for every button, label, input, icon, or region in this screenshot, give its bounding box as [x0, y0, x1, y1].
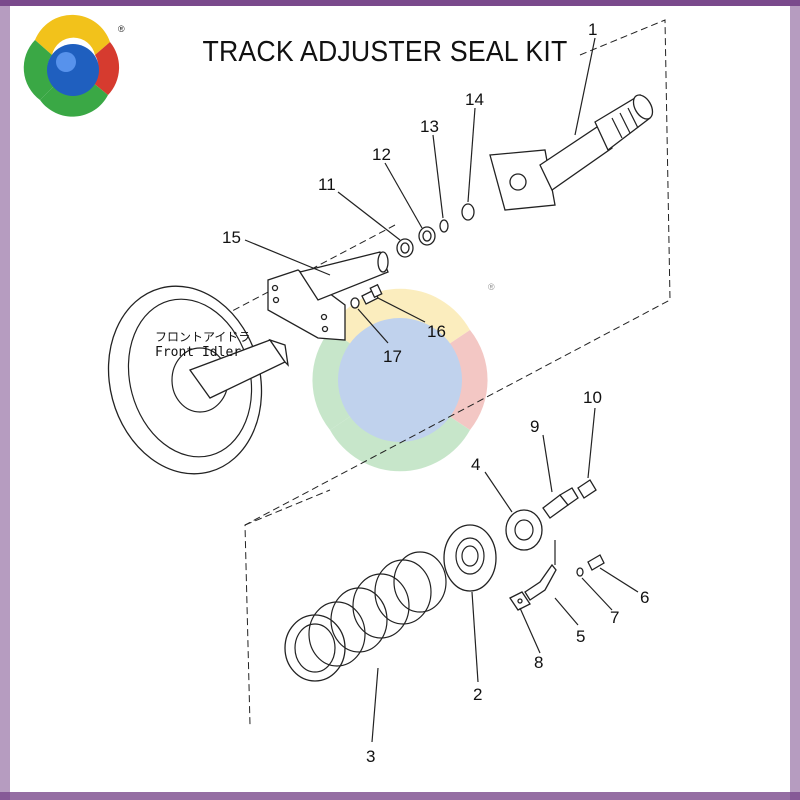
callout-2: 2 — [473, 685, 482, 704]
border-left — [0, 0, 10, 800]
callout-1: 1 — [588, 20, 597, 39]
part-14-o-ring — [461, 203, 475, 221]
border-right — [790, 0, 800, 800]
part-8-plate — [509, 591, 531, 611]
callout-5: 5 — [576, 627, 585, 646]
front-idler-wheel — [107, 285, 289, 475]
callout-14: 14 — [465, 90, 484, 109]
part-3-spring — [284, 551, 447, 682]
callout-12: 12 — [372, 145, 391, 164]
part-10-grease-fitting — [577, 479, 597, 499]
callout-16: 16 — [427, 322, 446, 341]
part-1-cylinder — [489, 94, 654, 211]
watermark-registered-mark: ® — [488, 282, 495, 292]
callout-8: 8 — [534, 653, 543, 672]
dashed-outline — [129, 19, 671, 726]
callout-13: 13 — [420, 117, 439, 136]
callout-10: 10 — [583, 388, 602, 407]
callout-17: 17 — [383, 347, 402, 366]
part-11-bushing — [396, 238, 414, 258]
part-9-grease-valve — [542, 487, 579, 519]
callout-numbers: 1 2 3 4 5 6 7 8 9 10 11 12 13 14 15 16 1… — [222, 20, 649, 766]
callout-15: 15 — [222, 228, 241, 247]
callout-3: 3 — [366, 747, 375, 766]
leader-lines — [244, 37, 639, 743]
part-13-backup-ring — [439, 219, 449, 233]
part-5-bracket — [524, 540, 557, 601]
brand-registered-mark: ® — [118, 24, 125, 34]
part-2-piston — [443, 524, 497, 592]
callout-7: 7 — [610, 608, 619, 627]
part-6-bolt — [587, 554, 605, 571]
callout-9: 9 — [530, 417, 539, 436]
part-12-seal — [418, 226, 436, 246]
part-17-washer — [350, 297, 360, 309]
brand-logo — [23, 14, 120, 117]
callout-6: 6 — [640, 588, 649, 607]
part-4-seal-ring — [505, 509, 543, 551]
front-idler-label-en: Front Idler — [155, 345, 241, 360]
part-15-yoke — [267, 251, 389, 341]
border-bottom — [0, 792, 800, 800]
front-idler-label-jp: フロントアイドラ — [155, 330, 250, 344]
watermark-logo — [312, 288, 488, 472]
page-title: TRACK ADJUSTER SEAL KIT — [202, 36, 568, 68]
callout-4: 4 — [471, 455, 480, 474]
part-7-washer — [576, 567, 584, 577]
border-top — [0, 0, 800, 6]
callout-11: 11 — [318, 175, 336, 194]
